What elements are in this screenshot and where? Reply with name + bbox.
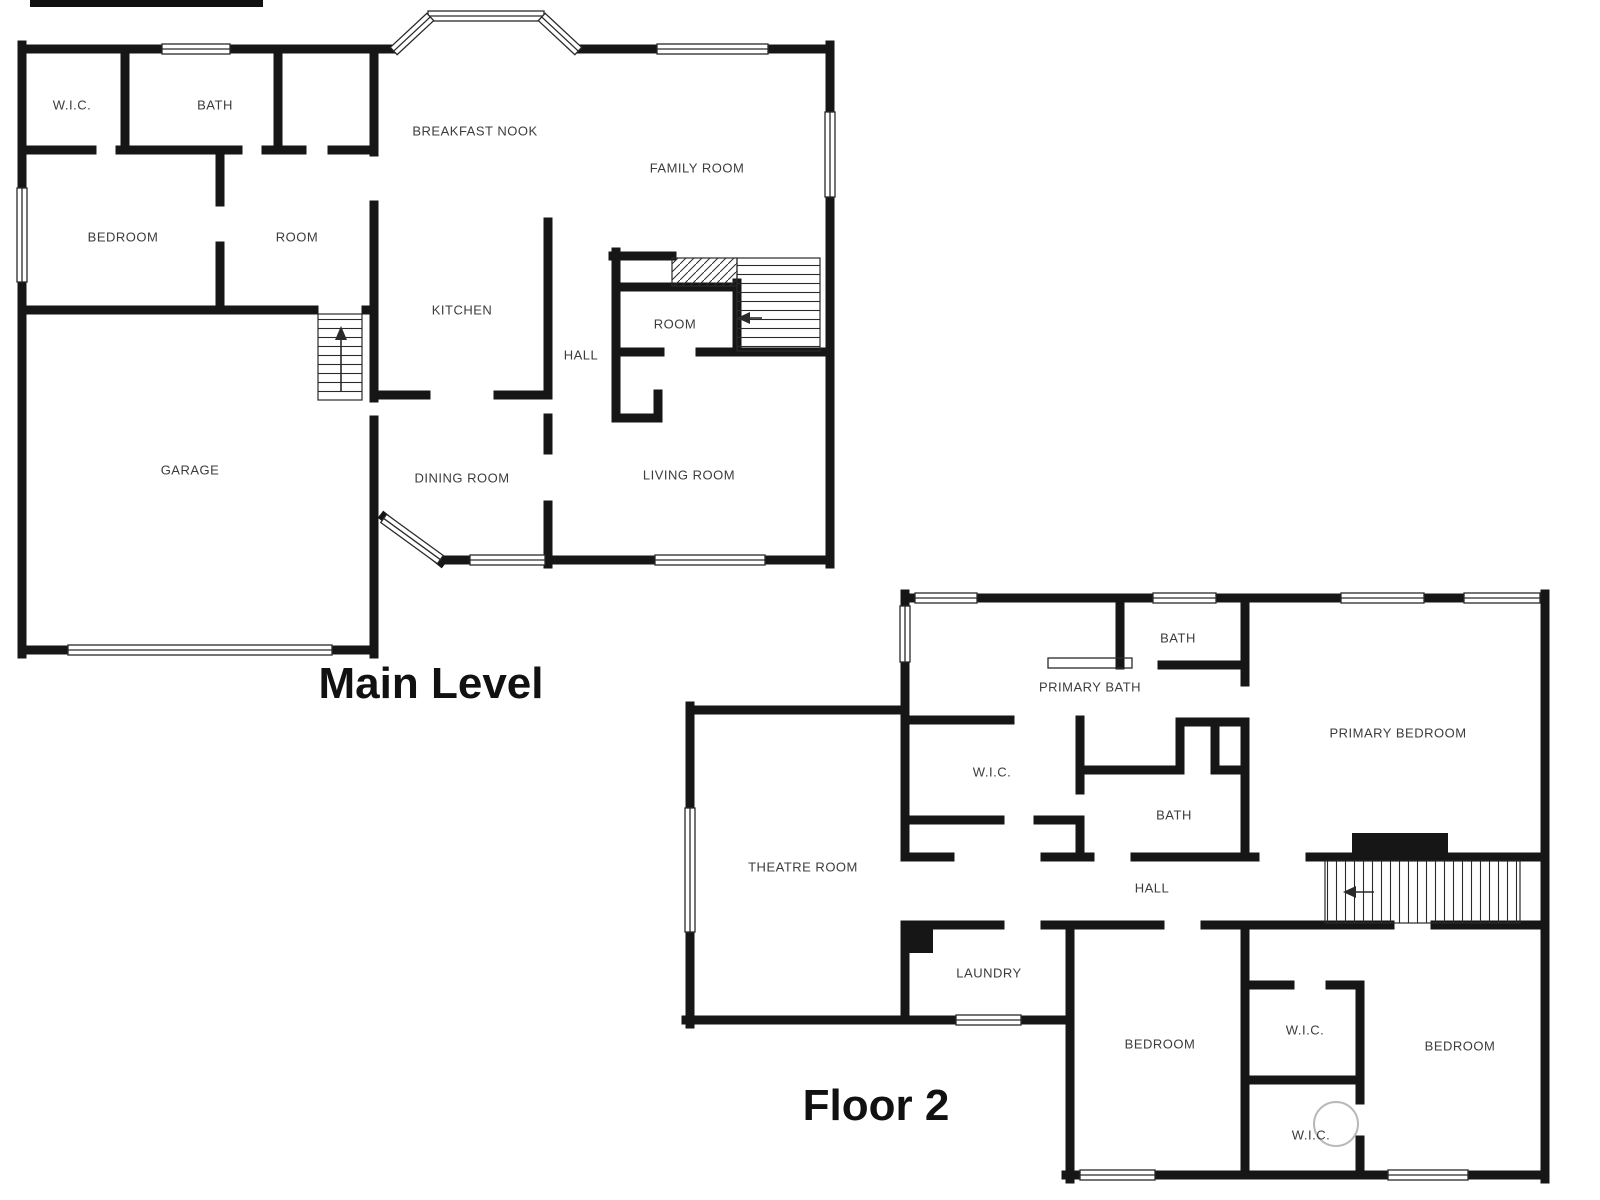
room-label-theatre-room: THEATRE ROOM — [748, 859, 858, 875]
garage-door-icon — [67, 644, 333, 656]
room-label-garage: GARAGE — [160, 462, 220, 478]
main-level-stairs — [317, 257, 821, 401]
window-icon — [1387, 1169, 1469, 1181]
room-label-hall-floor2: HALL — [1134, 880, 1170, 896]
utility-block-icon — [907, 927, 933, 953]
room-label-primary-bedroom: PRIMARY BEDROOM — [1329, 725, 1467, 741]
stairs-left-arrow-icon — [737, 312, 762, 324]
floor2-fixtures — [907, 657, 1521, 1147]
window-icon — [955, 1014, 1022, 1026]
main-level-plan — [16, 10, 836, 659]
garage-stairs-icon — [317, 313, 363, 401]
room-label-bath: BATH — [197, 97, 233, 113]
window-icon — [1079, 1169, 1156, 1181]
room-label-family-room: FAMILY ROOM — [649, 160, 745, 176]
room-label-bedroom-right: BEDROOM — [1424, 1038, 1496, 1054]
scan-artifact-bar — [30, 0, 263, 7]
vanity-counter-icon — [1047, 657, 1133, 669]
room-label-wic-upper: W.I.C. — [972, 764, 1012, 780]
main-stairs-icon — [736, 257, 821, 352]
floor2-title: Floor 2 — [802, 1081, 950, 1130]
stairs-up-arrow-icon — [335, 326, 347, 392]
room-label-bedroom: BEDROOM — [87, 229, 159, 245]
window-icon — [1463, 592, 1541, 604]
window-icon — [1152, 592, 1217, 604]
room-label-bath-center: BATH — [1156, 807, 1192, 823]
window-icon — [1340, 592, 1425, 604]
room-label-primary-bath: PRIMARY BATH — [1038, 679, 1142, 695]
window-icon — [656, 43, 769, 55]
water-heater-icon — [1313, 1101, 1359, 1147]
room-label-breakfast-nook: BREAKFAST NOOK — [412, 123, 538, 139]
room-label-dining-room: DINING ROOM — [414, 470, 510, 486]
floor2-plan — [681, 589, 1550, 1184]
stairs-left-arrow-icon — [1343, 886, 1374, 898]
room-label-living-room: LIVING ROOM — [642, 467, 736, 483]
room-label-laundry: LAUNDRY — [956, 965, 1022, 981]
window-icon — [684, 807, 696, 933]
window-icon — [161, 43, 231, 55]
room-label-wic-center: W.I.C. — [1285, 1022, 1325, 1038]
understair-hatch-icon — [671, 257, 738, 287]
fireplace-block-icon — [1352, 833, 1448, 857]
bay-window-icon — [389, 12, 435, 56]
window-icon — [914, 592, 978, 604]
window-icon — [899, 605, 911, 663]
room-label-bath-upper: BATH — [1160, 630, 1196, 646]
room-label-room-small: ROOM — [653, 316, 697, 332]
window-icon — [379, 513, 445, 565]
window-icon — [824, 111, 836, 198]
room-label-room: ROOM — [275, 229, 319, 245]
window-icon — [469, 554, 546, 566]
room-label-wic-lower: W.I.C. — [1291, 1127, 1331, 1143]
bay-window-icon — [537, 12, 583, 56]
floor2-windows — [684, 592, 1541, 1181]
room-label-hall: HALL — [563, 347, 599, 363]
room-label-bedroom-left: BEDROOM — [1124, 1036, 1196, 1052]
window-icon — [654, 554, 766, 566]
window-icon — [16, 187, 28, 283]
main-level-windows — [16, 10, 836, 656]
floor2-walls — [681, 589, 1550, 1184]
room-label-wic: W.I.C. — [52, 97, 92, 113]
main-level-title: Main Level — [318, 659, 544, 708]
room-label-kitchen: KITCHEN — [431, 302, 493, 318]
